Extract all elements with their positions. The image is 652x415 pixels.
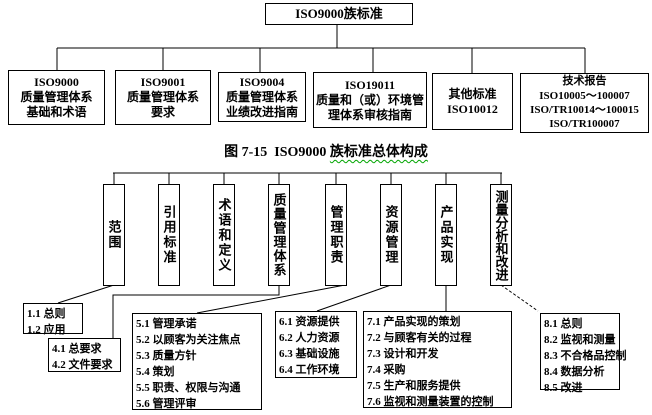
root-box: ISO9000族标准	[265, 3, 413, 25]
box-line: ISO/TR10014～100015	[530, 104, 639, 116]
chapter-box-qms: 质量管理体系	[268, 184, 290, 286]
leaf-box-qms: 4.1 总要求 4.2 文件要求	[48, 338, 121, 372]
standard-box-tech-reports: 技术报告 ISO10005～100007 ISO/TR10014～100015 …	[520, 73, 649, 133]
leaf-line: 6.3 基础设施	[279, 348, 340, 360]
standard-box-iso19011: ISO19011 质量和（或）环境管 理体系审核指南	[313, 72, 427, 128]
standard-box-iso9001: ISO9001 质量管理体系 要求	[115, 70, 211, 125]
scope-diagonal-line	[57, 284, 115, 304]
mgmt-diagonal-line	[196, 284, 346, 314]
leaf-line: 6.1 资源提供	[279, 316, 340, 328]
figure-caption: 图 7-15 ISO9000 族标准总体构成	[0, 141, 652, 161]
standard-box-iso9004: ISO9004 质量管理体系 业绩改进指南	[218, 72, 306, 122]
box-line: 要求	[150, 105, 175, 119]
chapter-box-management: 管理职责	[325, 184, 347, 286]
box-line: 基础和术语	[26, 105, 87, 119]
box-line: 质量和（或）环境管	[315, 92, 424, 107]
leaf-line: 7.5 生产和服务提供	[367, 380, 461, 392]
chapter-box-product: 产品实现	[435, 184, 457, 286]
leaf-line: 8.2 监视和测量	[544, 334, 616, 346]
box-line: 技术报告	[562, 75, 607, 88]
chapter-box-measurement: 测量分析和改进	[490, 184, 512, 286]
measure-diagonal-line	[500, 284, 539, 312]
leaf-line: 7.1 产品实现的策划	[367, 316, 461, 328]
chapter-label: 质量管理体系	[271, 193, 287, 277]
box-line: 其他标准	[448, 86, 497, 101]
chapter-label: 测量分析和改进	[493, 189, 509, 281]
leaf-line: 5.1 管理承诺	[136, 318, 197, 330]
resource-diagonal-line	[316, 284, 392, 312]
leaf-line: 1.1 总则	[27, 308, 66, 320]
box-line: 质量管理体系	[225, 89, 298, 104]
leaf-line: 8.1 总则	[544, 318, 583, 330]
chapter-label: 引用标准	[161, 205, 177, 265]
leaf-line: 7.2 与顾客有关的过程	[367, 332, 472, 344]
box-line: 业绩改进指南	[225, 104, 298, 119]
standard-box-iso9000: ISO9000 质量管理体系 基础和术语	[8, 70, 105, 125]
leaf-line: 5.6 管理评审	[136, 398, 197, 410]
box-line: 质量管理体系	[126, 90, 199, 104]
box-line: ISO/TR100007	[549, 118, 620, 131]
leaf-box-management: 5.1 管理承诺 5.2 以顾客为关注焦点 5.3 质量方针 5.4 策划 5.…	[132, 313, 262, 410]
box-line: ISO19011	[344, 77, 395, 92]
leaf-line: 6.4 工作环境	[279, 364, 340, 376]
leaf-box-scope: 1.1 总则 1.2 应用	[23, 303, 83, 336]
box-line: ISO9004	[239, 74, 285, 89]
chapter-box-normative-refs: 引用标准	[158, 184, 180, 286]
chapter-box-resources: 资源管理	[380, 184, 402, 286]
leaf-line: 7.3 设计和开发	[367, 348, 439, 360]
box-line: ISO9001	[140, 75, 186, 89]
standard-box-other: 其他标准 ISO10012	[432, 73, 513, 130]
leaf-line: 8.4 数据分析	[544, 366, 605, 378]
root-label: ISO9000族标准	[295, 5, 383, 21]
box-line: 理体系审核指南	[327, 107, 412, 122]
chapter-box-terms: 术语和定义	[213, 184, 235, 286]
caption-prefix: 图 7-15 ISO9000	[224, 145, 330, 160]
leaf-line: 4.2 文件要求	[52, 359, 113, 371]
leaf-line: 7.6 监视和测量装置的控制	[367, 396, 494, 408]
chapter-label: 管理职责	[328, 205, 344, 265]
leaf-line: 5.5 职责、权限与沟通	[136, 382, 241, 394]
chapter-label: 术语和定义	[216, 197, 232, 273]
leaf-line: 1.2 应用	[27, 324, 66, 336]
leaf-line: 5.4 策划	[136, 366, 175, 378]
leaf-box-product: 7.1 产品实现的策划 7.2 与顾客有关的过程 7.3 设计和开发 7.4 采…	[363, 311, 512, 408]
chapter-label: 产品实现	[438, 205, 454, 265]
chapter-label: 范围	[106, 220, 122, 250]
leaf-line: 4.1 总要求	[52, 343, 102, 355]
caption-squiggle-text: 族标准总体构成	[329, 145, 428, 160]
leaf-line: 5.2 以顾客为关注焦点	[136, 334, 241, 346]
leaf-line: 8.3 不合格品控制	[544, 350, 627, 362]
box-line: ISO10005～100007	[539, 89, 630, 102]
chapter-label: 资源管理	[383, 205, 399, 265]
leaf-line: 7.4 采购	[367, 364, 406, 376]
box-line: ISO9000	[34, 75, 79, 89]
chapter-box-scope: 范围	[103, 184, 125, 286]
qms-elbow-line	[112, 285, 280, 338]
box-line: ISO10012	[447, 101, 498, 116]
leaf-line: 8.5 改进	[544, 382, 583, 394]
box-line: 质量管理体系	[20, 90, 93, 104]
leaf-line: 6.2 人力资源	[279, 332, 340, 344]
leaf-box-measurement: 8.1 总则 8.2 监视和测量 8.3 不合格品控制 8.4 数据分析 8.5…	[540, 313, 627, 394]
leaf-line: 5.3 质量方针	[136, 350, 197, 362]
leaf-box-resources: 6.1 资源提供 6.2 人力资源 6.3 基础设施 6.4 工作环境	[275, 311, 357, 378]
